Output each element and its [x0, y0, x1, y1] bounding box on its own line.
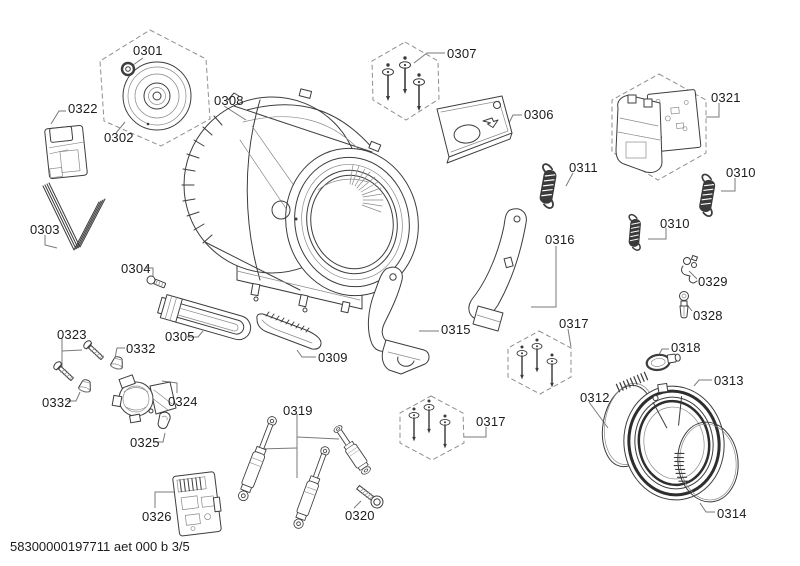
- part-label-support-bracket: 0316: [545, 232, 575, 247]
- part-label-motor-module-set: 0321: [711, 90, 741, 105]
- part-label-v-belt: 0303: [30, 222, 60, 237]
- bracket-0316-drawing: [468, 208, 527, 332]
- part-label-heating-element: 0305: [165, 329, 195, 344]
- part-label-cover-plate: 0306: [524, 107, 554, 122]
- v-belt-drawing: [42, 182, 106, 251]
- tub-assembly-drawing: [181, 88, 419, 314]
- part-label-door-bellows-seal: 0313: [714, 373, 744, 388]
- bracket-0315-drawing: [367, 266, 430, 375]
- part-label-screw-set: 0307: [447, 46, 477, 61]
- cover-plate-drawing: [436, 95, 513, 164]
- cap-nuts-drawing: [77, 354, 126, 394]
- part-label-support-bracket: 0315: [441, 322, 471, 337]
- part-label-shock-absorber-set: 0319: [283, 403, 313, 418]
- part-label-cap-nut: 0332: [42, 395, 72, 410]
- part-label-suspension-spring: 0311: [569, 160, 598, 175]
- screw-kit-0317b-drawing: [408, 398, 451, 450]
- part-label-cap-nut: 0332: [126, 341, 156, 356]
- fastener-set-drawing: [681, 254, 699, 284]
- part-label-pin: 0328: [693, 308, 723, 323]
- part-label-suspension-spring: 0310: [726, 165, 756, 180]
- lock-module-drawing: [44, 124, 88, 180]
- document-number: 58300000197711 aet 000 b 3/5: [10, 539, 190, 554]
- door-bellows-drawing: [623, 382, 725, 501]
- part-label-suspension-spring: 0310: [660, 216, 690, 231]
- part-label-shaft-seal: 0301: [133, 43, 163, 58]
- part-label-screw-set: 0317: [559, 316, 589, 331]
- part-label-screw: 0320: [345, 508, 375, 523]
- heating-element-drawing: [157, 294, 252, 341]
- pulley-kit-drawing: [120, 61, 192, 131]
- part-label-door-seal-ring: 0312: [580, 390, 610, 405]
- part-label-retaining-clip: 0325: [130, 435, 160, 450]
- screw-kit-0317a-drawing: [516, 337, 558, 389]
- part-label-drum-paddle: 0309: [318, 350, 348, 365]
- screw-kit-0307-drawing: [381, 55, 426, 112]
- drum-paddle-drawing: [256, 311, 322, 350]
- part-label-tub-drum-assembly: 0308: [214, 93, 244, 108]
- pin-drawing: [679, 291, 689, 319]
- part-label-drain-pump: 0324: [168, 394, 198, 409]
- part-label-hose-clamp: 0318: [671, 340, 701, 355]
- part-label-drive-pulley: 0302: [104, 130, 134, 145]
- part-label-lock-module: 0322: [68, 101, 98, 116]
- retaining-clip-drawing: [157, 411, 171, 429]
- bolt-drawing: [146, 275, 167, 289]
- clamp-band-drawing: [673, 421, 739, 503]
- part-label-clamp-band: 0314: [717, 506, 747, 521]
- part-label-fastener-set: 0329: [698, 274, 728, 289]
- drain-pump-drawing: [111, 374, 177, 424]
- part-label-control-module: 0326: [142, 509, 172, 524]
- hose-clamp-drawing: [645, 353, 681, 372]
- part-label-screw-set: 0317: [476, 414, 506, 429]
- part-label-screw-set: 0323: [57, 327, 87, 342]
- screw-0320-drawing: [356, 484, 384, 509]
- control-module-drawing: [172, 471, 222, 537]
- motor-module-drawing: [615, 89, 702, 173]
- part-label-bolt: 0304: [121, 261, 151, 276]
- screws-0323-drawing: [51, 338, 106, 384]
- kit-boundaries: [99, 29, 707, 461]
